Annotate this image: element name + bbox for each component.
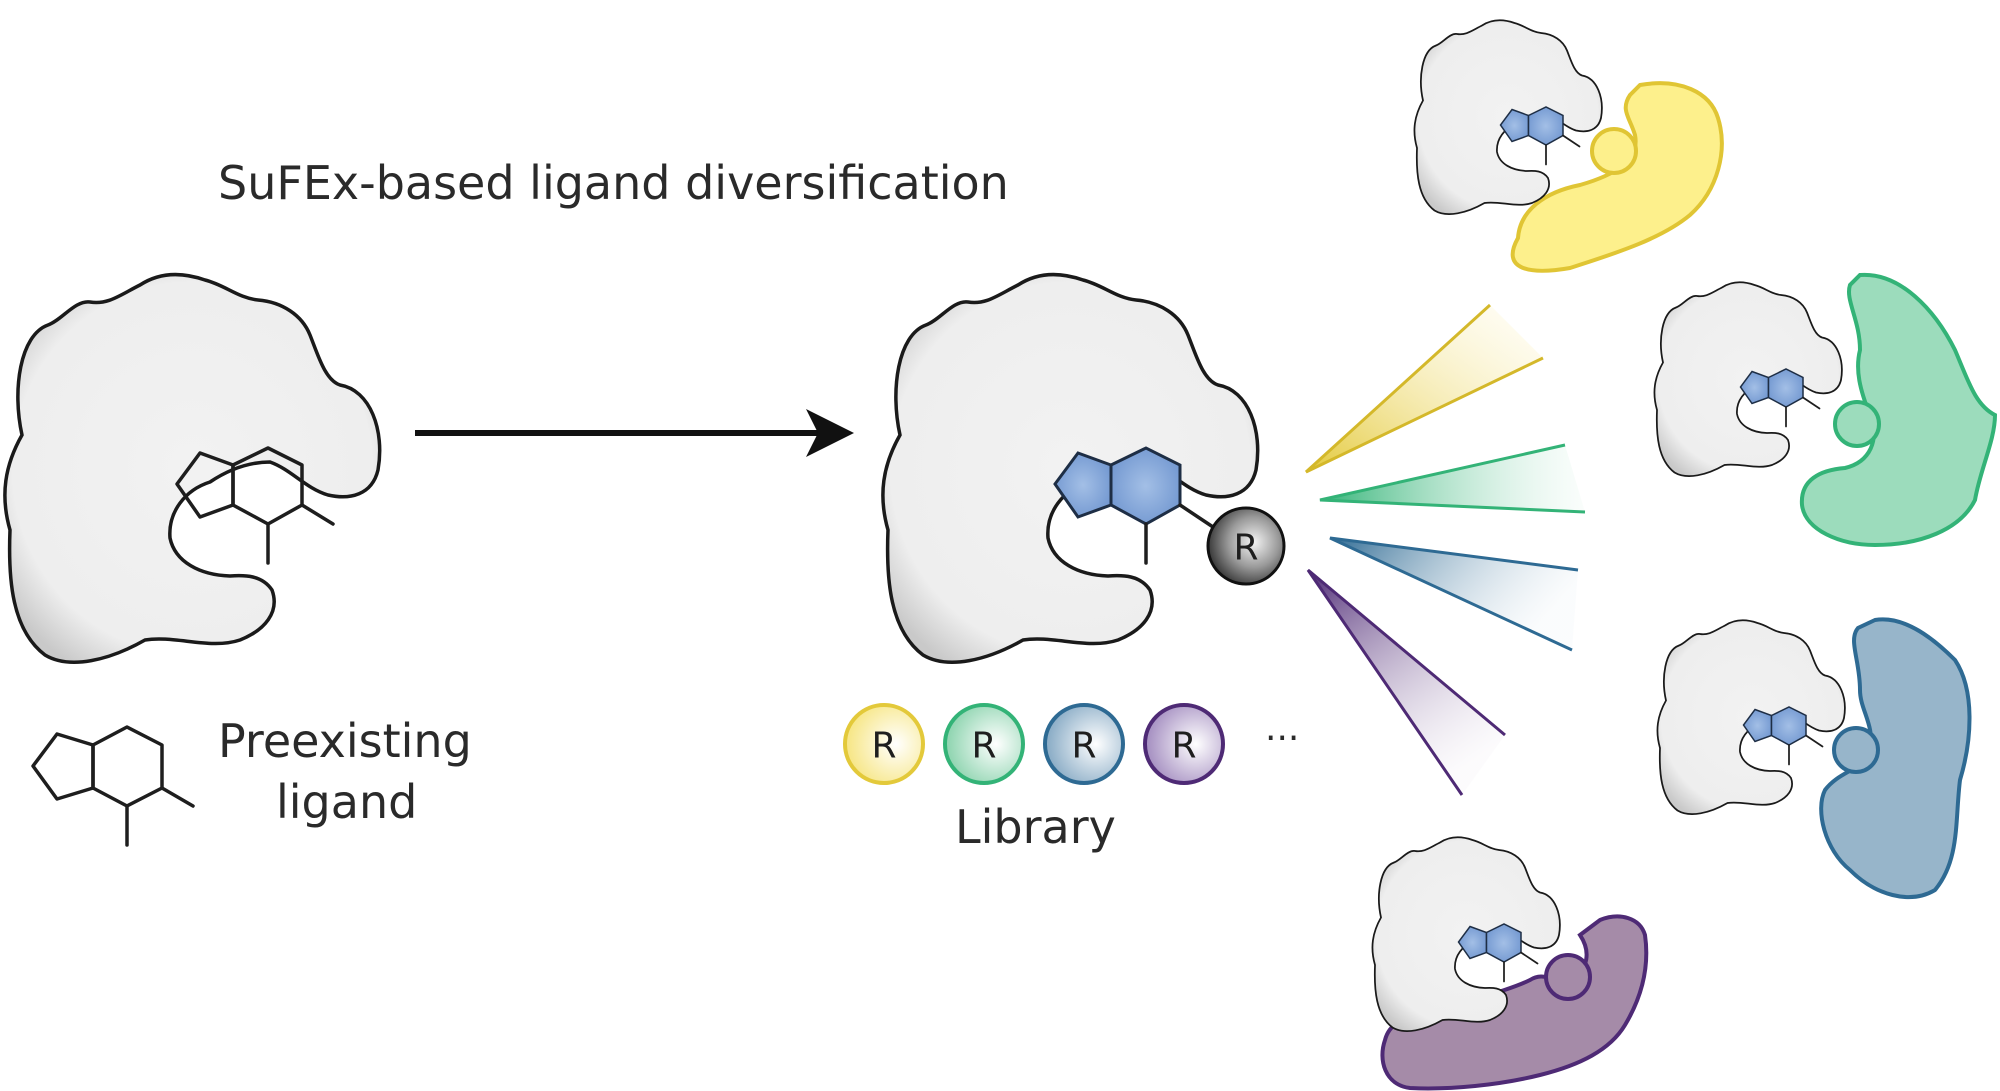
methyl-bond — [300, 503, 335, 526]
partner-protein-blue — [1819, 617, 1972, 899]
r-group-library: R R R R ··· Library — [843, 703, 1299, 854]
library-item-yellow: R — [843, 703, 925, 785]
linker-bond — [1178, 503, 1215, 529]
r-group-label: R — [1233, 528, 1258, 569]
library-ellipsis: ··· — [1265, 718, 1299, 759]
partner-r-group-purple — [1544, 953, 1592, 1001]
modified-ligand-structure: R — [1053, 446, 1286, 586]
library-item-purple: R — [1143, 703, 1225, 785]
legend-label-line1: Preexisting — [218, 714, 472, 768]
library-item-blue: R — [1043, 703, 1125, 785]
five-membered-ring — [1053, 451, 1113, 519]
partner-protein-green — [1799, 272, 1998, 548]
diversification-rays — [1304, 303, 1586, 796]
complex-green — [1653, 272, 1998, 548]
five-membered-ring — [175, 451, 235, 519]
r-group-node — [1206, 506, 1286, 586]
figure-title: SuFEx-based ligand diversification — [218, 156, 1009, 210]
complex-purple — [1371, 836, 1649, 1091]
partner-r-group-blue — [1832, 726, 1880, 774]
partner-r-group-yellow — [1590, 127, 1638, 175]
library-item-label: R — [1071, 726, 1096, 767]
protein-with-preexisting-ligand — [3, 272, 382, 664]
protein-with-modified-ligand: R — [881, 272, 1286, 664]
ray-purple — [1308, 570, 1505, 795]
ray-yellow — [1306, 305, 1543, 472]
partner-r-group-green — [1833, 400, 1881, 448]
preexisting-ligand-structure — [175, 446, 335, 565]
partner-protein-purple — [1380, 914, 1649, 1091]
library-label: Library — [955, 800, 1116, 854]
library-item-label: R — [871, 726, 896, 767]
legend-label-line2: ligand — [276, 775, 417, 829]
complex-blue — [1656, 617, 1972, 899]
six-membered-ring — [1109, 446, 1182, 526]
library-item-green: R — [943, 703, 1025, 785]
legend-ligand-icon — [31, 725, 195, 847]
library-item-label: R — [1171, 726, 1196, 767]
legend-preexisting-ligand: Preexisting ligand — [31, 714, 472, 847]
library-item-label: R — [971, 726, 996, 767]
ray-green — [1320, 445, 1585, 512]
complex-yellow — [1413, 19, 1724, 273]
protein-blob — [3, 272, 382, 664]
